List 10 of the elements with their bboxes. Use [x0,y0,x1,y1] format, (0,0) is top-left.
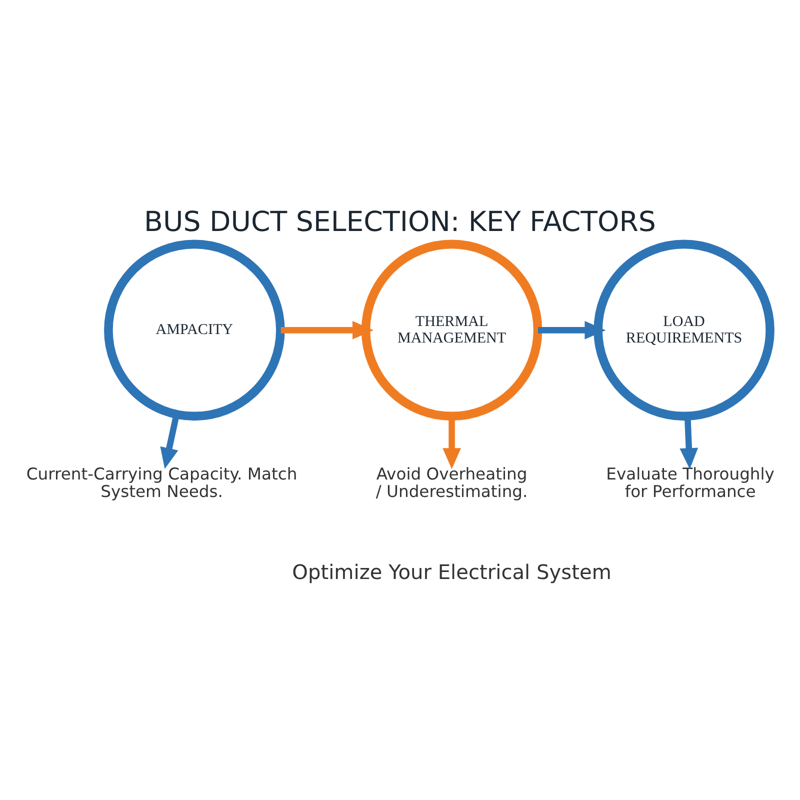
node-text: Avoid Overheating / Underestimating. [376,464,528,501]
node-circle: THERMAL MANAGEMENT [361,239,542,420]
arrow [280,320,374,339]
node-text: Current-Carrying Capacity. Match System Needs. [26,464,298,501]
node-circle: LOAD REQUIREMENTS [594,239,774,420]
diagram-title: BUS DUCT SELECTION: KEY FACTORS [144,204,656,238]
node-text: Evaluate Thoroughly for Performance [606,464,774,501]
node-circle: AMPACITY [104,239,285,420]
arrow [538,320,606,339]
label: Optimize Your Electrical System [292,560,612,584]
